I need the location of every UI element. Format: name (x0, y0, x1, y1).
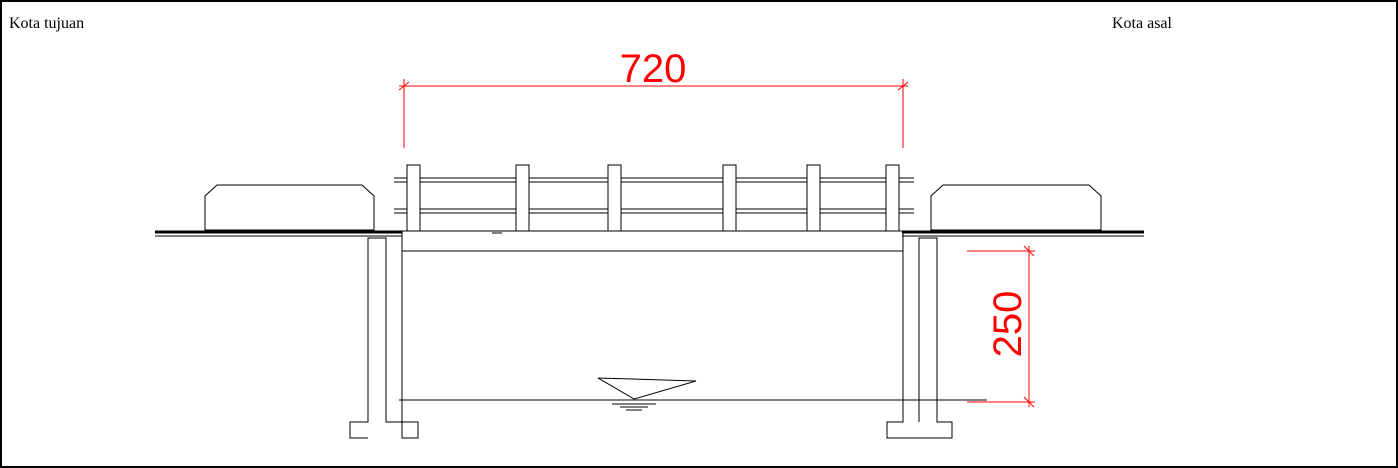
vehicle-left (204, 184, 375, 231)
vehicle-right (930, 184, 1102, 231)
road-right (902, 230, 1144, 237)
dimension-height (967, 245, 1035, 408)
label-origin-city: Kota asal (1112, 15, 1172, 32)
label-destination-city: Kota tujuan (9, 15, 85, 32)
dimension-span-label: 720 (620, 47, 687, 91)
road-left (155, 230, 402, 237)
railing-posts (406, 164, 900, 232)
dimension-span (398, 79, 909, 148)
abutment-right (886, 231, 953, 439)
bridge-deck (402, 230, 903, 252)
dimension-height-label: 250 (986, 291, 1030, 358)
bridge-railing (394, 177, 914, 214)
abutment-left (349, 231, 419, 439)
water-level (399, 377, 987, 411)
